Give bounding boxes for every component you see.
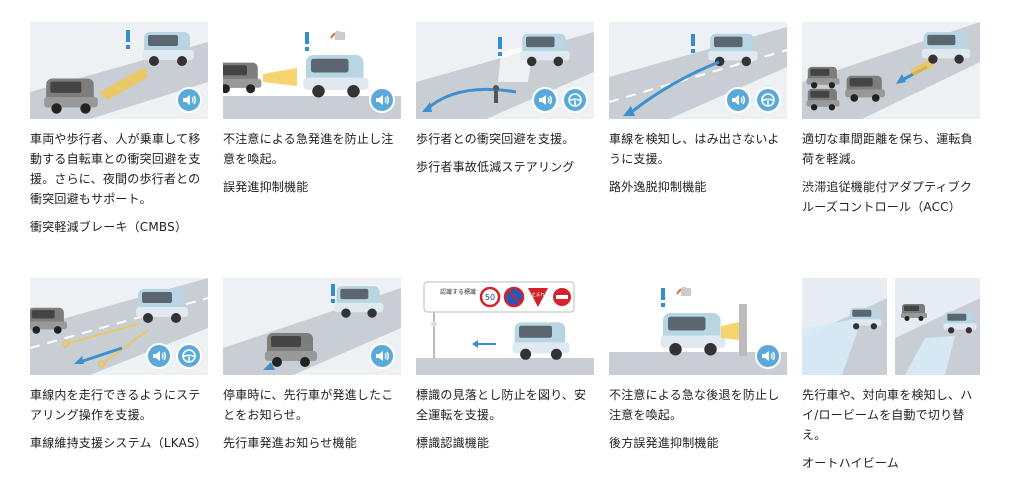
feature-description: 先行車や、対向車を検知し、ハイ/ロービームを自動で切り替え。	[802, 388, 973, 442]
speaker-icon	[146, 343, 172, 369]
safety-feature-grid: 車両や歩行者、人が乗車して移動する自転車との衝突回避を支援。さらに、夜間の歩行者…	[30, 22, 985, 470]
feature-illustration: 認識する標識 50 止まれ	[416, 278, 594, 375]
feature-illustration	[223, 278, 401, 375]
feature-illustration	[802, 22, 980, 119]
feature-card-lead-car-departure: 停車時に、先行車が発進したことをお知らせ。 先行車発進お知らせ機能	[223, 278, 401, 468]
feature-card-misstart: 不注意による急発進を防止し注意を喚起。 誤発進抑制機能	[223, 22, 401, 258]
feature-name: 渋滞追従機能付アダプティブクルーズコントロール（ACC）	[802, 180, 973, 214]
feature-name: 歩行者事故低減ステアリング	[416, 160, 575, 174]
steering-wheel-icon	[755, 87, 781, 113]
feature-illustration	[30, 22, 208, 119]
steering-wheel-icon	[562, 87, 588, 113]
speaker-icon	[532, 87, 558, 113]
feature-card-sign-recognition: 認識する標識 50 止まれ 標識の見落とし防止を図り、安全運転を支援。	[416, 278, 594, 468]
feature-description: 標識の見落とし防止を図り、安全運転を支援。	[416, 388, 587, 422]
speed-limit-sign: 50	[485, 293, 495, 302]
feature-illustration	[416, 22, 594, 119]
speaker-icon	[176, 87, 202, 113]
feature-illustration	[609, 278, 787, 375]
feature-name: 先行車発進お知らせ機能	[223, 436, 357, 450]
sign-caption: 認識する標識	[440, 288, 476, 296]
feature-row: 車両や歩行者、人が乗車して移動する自転車との衝突回避を支援。さらに、夜間の歩行者…	[30, 22, 985, 258]
feature-name: 誤発進抑制機能	[223, 180, 309, 194]
feature-illustration	[609, 22, 787, 119]
feature-description: 不注意による急な後退を防止し注意を喚起。	[609, 388, 780, 422]
feature-description: 不注意による急発進を防止し注意を喚起。	[223, 132, 394, 166]
speaker-icon	[755, 343, 781, 369]
feature-card-acc: 適切な車間距離を保ち、運転負荷を軽減。 渋滞追従機能付アダプティブクルーズコント…	[802, 22, 980, 258]
feature-card-rear-misstart: 不注意による急な後退を防止し注意を喚起。 後方誤発進抑制機能	[609, 278, 787, 468]
feature-name: 衝突軽減ブレーキ（CMBS）	[30, 220, 188, 234]
steering-wheel-icon	[176, 343, 202, 369]
feature-card-pedestrian-steering: 歩行者との衝突回避を支援。 歩行者事故低減ステアリング	[416, 22, 594, 258]
feature-description: 車線を検知し、はみ出さないように支援。	[609, 132, 780, 166]
feature-description: 歩行者との衝突回避を支援。	[416, 132, 575, 146]
speaker-icon	[369, 87, 395, 113]
feature-illustration	[802, 278, 980, 375]
feature-name: 路外逸脱抑制機能	[609, 180, 707, 194]
feature-description: 停車時に、先行車が発進したことをお知らせ。	[223, 388, 394, 422]
feature-illustration	[223, 22, 401, 119]
feature-name: オートハイビーム	[802, 456, 900, 470]
feature-name: 後方誤発進抑制機能	[609, 436, 719, 450]
feature-card-road-departure: 車線を検知し、はみ出さないように支援。 路外逸脱抑制機能	[609, 22, 787, 258]
feature-description: 車線内を走行できるようにステアリング操作を支援。	[30, 388, 201, 422]
feature-name: 標識認識機能	[416, 436, 490, 450]
feature-description: 適切な車間距離を保ち、運転負荷を軽減。	[802, 132, 973, 166]
feature-illustration	[30, 278, 208, 375]
speaker-icon	[369, 343, 395, 369]
feature-row: 車線内を走行できるようにステアリング操作を支援。 車線維持支援システム（LKAS…	[30, 278, 985, 470]
speaker-icon	[725, 87, 751, 113]
feature-name: 車線維持支援システム（LKAS）	[30, 436, 208, 450]
highbeam-scene	[802, 278, 887, 375]
lowbeam-scene	[895, 278, 980, 375]
feature-card-lkas: 車線内を走行できるようにステアリング操作を支援。 車線維持支援システム（LKAS…	[30, 278, 208, 468]
feature-card-auto-highbeam: 先行車や、対向車を検知し、ハイ/ロービームを自動で切り替え。 オートハイビーム	[802, 278, 980, 470]
feature-card-cmbs: 車両や歩行者、人が乗車して移動する自転車との衝突回避を支援。さらに、夜間の歩行者…	[30, 22, 208, 258]
stop-sign: 止まれ	[531, 291, 545, 298]
feature-description: 車両や歩行者、人が乗車して移動する自転車との衝突回避を支援。さらに、夜間の歩行者…	[30, 132, 201, 206]
